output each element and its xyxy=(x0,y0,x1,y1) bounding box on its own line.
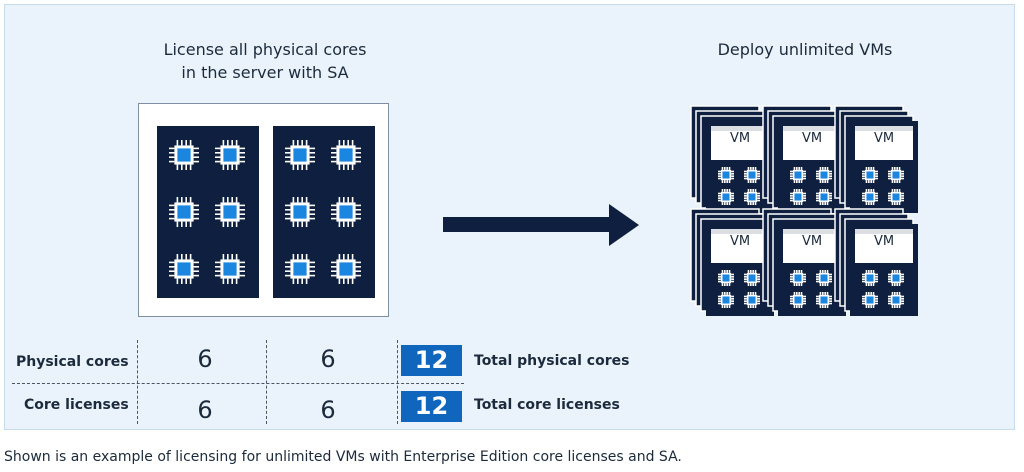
cpu-core-icon xyxy=(718,292,734,312)
cpu-core-icon xyxy=(331,254,361,284)
cpu-core-icon xyxy=(790,270,806,290)
total-physical-cores-label: Total physical cores xyxy=(474,353,630,369)
cpu-core-icon xyxy=(790,292,806,312)
cpu-core-icon xyxy=(331,140,361,170)
core-licenses-processor-1: 6 xyxy=(197,396,213,424)
cpu-core-icon xyxy=(285,197,315,227)
processor-1 xyxy=(157,126,259,298)
vm-stack: VM xyxy=(688,208,776,324)
vm-label: VM xyxy=(729,234,751,249)
cpu-core-icon xyxy=(169,254,199,284)
server xyxy=(138,103,389,317)
cpu-core-icon xyxy=(816,292,832,312)
left-title: License all physical cores in the server… xyxy=(130,38,400,84)
physical-cores-processor-1: 6 xyxy=(197,345,213,373)
cpu-core-icon xyxy=(169,140,199,170)
left-title-line-1: License all physical cores xyxy=(163,40,367,59)
cpu-core-icon xyxy=(285,254,315,284)
cpu-core-icon xyxy=(718,167,734,187)
table-divider-3 xyxy=(397,340,398,424)
vm-label: VM xyxy=(801,234,823,249)
right-arrow-icon xyxy=(443,204,639,246)
vm-label: VM xyxy=(729,131,751,146)
cpu-core-icon xyxy=(862,292,878,312)
cpu-core-icon xyxy=(718,189,734,209)
total-core-licenses-badge: 12 xyxy=(401,391,462,422)
cpu-core-icon xyxy=(215,254,245,284)
vm-stack: VM xyxy=(832,208,920,324)
core-licenses-processor-2: 6 xyxy=(320,396,336,424)
processor-2 xyxy=(273,126,375,298)
cpu-core-icon xyxy=(215,140,245,170)
cpu-core-icon xyxy=(816,189,832,209)
vm-label: VM xyxy=(801,131,823,146)
cpu-core-icon xyxy=(862,167,878,187)
cpu-core-icon xyxy=(790,189,806,209)
physical-cores-processor-2: 6 xyxy=(320,345,336,373)
right-title: Deploy unlimited VMs xyxy=(717,40,893,59)
cpu-core-icon xyxy=(169,197,199,227)
cpu-core-icon xyxy=(816,270,832,290)
cpu-core-icon xyxy=(744,189,760,209)
cpu-core-icon xyxy=(888,292,904,312)
cpu-core-icon xyxy=(215,197,245,227)
cpu-core-icon xyxy=(744,167,760,187)
cpu-core-icon xyxy=(744,270,760,290)
vm-label: VM xyxy=(873,131,895,146)
total-core-licenses-label: Total core licenses xyxy=(474,397,620,413)
cpu-core-icon xyxy=(331,197,361,227)
total-physical-cores-badge: 12 xyxy=(401,345,462,376)
cpu-core-icon xyxy=(790,167,806,187)
table-divider-2 xyxy=(266,340,267,424)
table-row-divider xyxy=(12,383,464,384)
vm-label: VM xyxy=(873,234,895,249)
cpu-core-icon xyxy=(744,292,760,312)
cpu-core-icon xyxy=(888,189,904,209)
cpu-core-icon xyxy=(888,270,904,290)
vm-stack: VM xyxy=(688,105,776,221)
vm-stack: VM xyxy=(760,208,848,324)
cpu-core-icon xyxy=(888,167,904,187)
left-title-line-2: in the server with SA xyxy=(181,63,349,82)
cpu-core-icon xyxy=(718,270,734,290)
row-label-core-licenses: Core licenses xyxy=(24,397,129,413)
caption: Shown is an example of licensing for unl… xyxy=(4,449,682,465)
cpu-core-icon xyxy=(816,167,832,187)
row-label-physical-cores: Physical cores xyxy=(16,354,129,370)
cpu-core-icon xyxy=(862,270,878,290)
cpu-core-icon xyxy=(862,189,878,209)
vm-stack: VM xyxy=(760,105,848,221)
vm-stack: VM xyxy=(832,105,920,221)
table-divider-1 xyxy=(137,340,138,424)
cpu-core-icon xyxy=(285,140,315,170)
